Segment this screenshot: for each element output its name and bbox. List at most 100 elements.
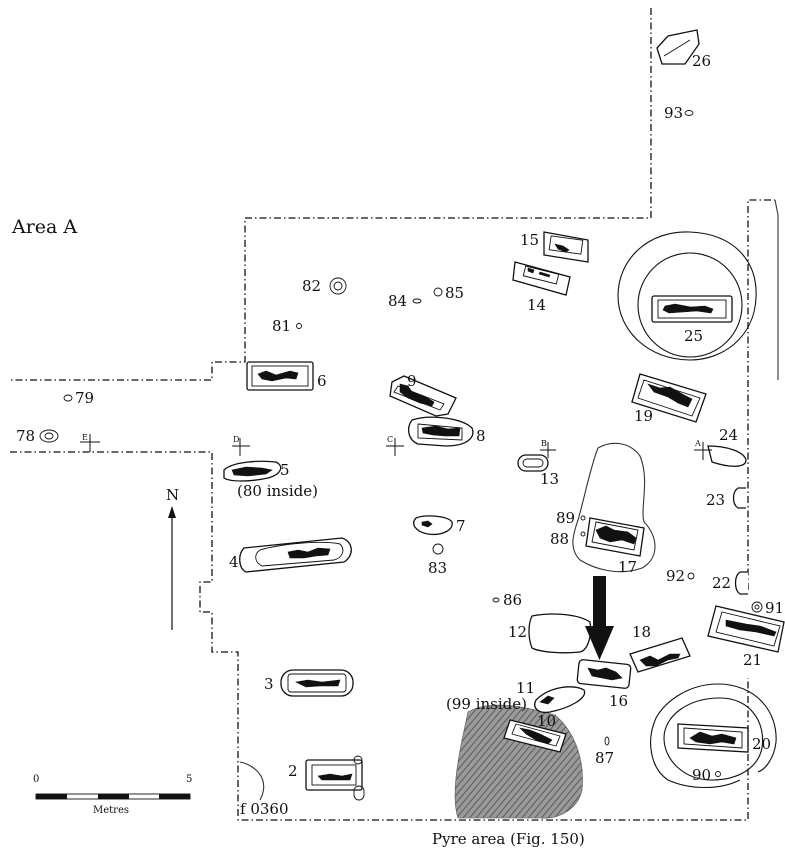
section-label-d: D: [233, 435, 239, 444]
grave-15: [543, 231, 589, 263]
label-grave-10: 10: [537, 712, 556, 730]
grave-17: [572, 442, 656, 573]
label-grave-5: 5: [280, 461, 290, 479]
grave-21: [707, 605, 785, 653]
section-label-b: B: [541, 439, 547, 448]
grave-9: [389, 375, 457, 417]
label-grave-11: 11: [516, 679, 535, 697]
grave-3: [280, 669, 354, 697]
grave-5: [223, 460, 282, 482]
label-grave-18: 18: [632, 623, 651, 641]
north-label: N: [166, 486, 179, 504]
label-grave-25: 25: [684, 327, 703, 345]
label-grave-4: 4: [229, 553, 239, 571]
label-grave-23: 23: [706, 491, 725, 509]
feature-labels: 93 82 81 84 85 79 78 83 86 89 88 92 91 8…: [16, 104, 784, 784]
feature-85-shape: [433, 287, 443, 297]
feature-86-shape: [492, 597, 500, 603]
label-feature-78: 78: [16, 427, 35, 445]
scale-unit: Metres: [93, 805, 129, 816]
feature-78-shape: [39, 429, 59, 443]
section-marker-a: [694, 442, 712, 460]
label-grave-6: 6: [317, 372, 327, 390]
grave-18: [629, 637, 691, 673]
label-grave-2: 2: [288, 762, 298, 780]
label-grave-20: 20: [752, 735, 771, 753]
grave-23: [732, 487, 746, 509]
feature-84-shape: [412, 298, 422, 304]
label-feature-84: 84: [388, 292, 407, 310]
grave-16: [576, 659, 632, 689]
grave-22: [734, 571, 748, 595]
feature-88-shape: [580, 531, 586, 537]
scale-bar: 0 5 Metres: [33, 774, 192, 816]
section-label-c: C: [387, 435, 393, 444]
grave-6: [246, 361, 314, 391]
label-grave-3: 3: [264, 675, 274, 693]
label-feature-91: 91: [765, 599, 784, 617]
label-feature-85: 85: [445, 284, 464, 302]
grave-26: [656, 29, 700, 65]
grave-14: [512, 261, 571, 296]
label-feature-92: 92: [666, 567, 685, 585]
feature-90-shape: [715, 771, 721, 777]
section-label-a: A: [694, 439, 701, 448]
section-marker-c: [386, 438, 404, 456]
label-feature-81: 81: [272, 317, 291, 335]
label-feature-86: 86: [503, 591, 522, 609]
feature-81-shape: [296, 323, 302, 329]
grave-labels: 26 15 14 25 6 9 8 19 24 5 13 23 7 17 4 2…: [229, 52, 771, 780]
indicator-arrow: [585, 576, 614, 660]
grave-12: [528, 613, 592, 654]
small-features: [39, 110, 763, 777]
grave-13: [517, 454, 549, 472]
feature-87-shape: [604, 736, 610, 746]
label-feature-88: 88: [550, 530, 569, 548]
label-feature-83: 83: [428, 559, 447, 577]
feature-91-shape: [751, 601, 763, 613]
label-grave-9: 9: [407, 372, 417, 390]
label-feature-90: 90: [692, 766, 711, 784]
section-marker-e: [80, 434, 100, 452]
north-arrow: N: [166, 486, 179, 630]
area-title: Area A: [11, 216, 77, 238]
note-f0360: f 0360: [240, 800, 289, 818]
grave-11: [534, 686, 586, 714]
label-grave-21: 21: [743, 651, 762, 669]
feature-f0360: [239, 761, 265, 801]
grave-20: [650, 683, 777, 788]
section-label-e: E: [82, 433, 88, 442]
note-99-inside: (99 inside): [446, 695, 527, 713]
scale-end: 5: [186, 774, 192, 785]
feature-82-shape: [329, 277, 347, 295]
label-feature-87: 87: [595, 749, 614, 767]
grave-25: [617, 231, 757, 361]
section-markers: E D C B A: [80, 433, 712, 460]
label-grave-13: 13: [540, 470, 559, 488]
label-feature-89: 89: [556, 509, 575, 527]
grave-2: [305, 755, 365, 801]
label-grave-8: 8: [476, 427, 486, 445]
label-grave-15: 15: [520, 231, 539, 249]
label-grave-14: 14: [527, 296, 546, 314]
grave-19: [631, 373, 707, 423]
grave-7: [413, 515, 453, 536]
excavation-boundary: [10, 8, 779, 821]
section-marker-d: [232, 438, 250, 456]
feature-79-shape: [63, 394, 73, 402]
label-grave-7: 7: [456, 517, 466, 535]
feature-92-shape: [687, 572, 695, 580]
feature-93-shape: [684, 110, 694, 116]
scale-start: 0: [33, 774, 39, 785]
grave-24: [707, 445, 747, 467]
label-grave-19: 19: [634, 407, 653, 425]
label-grave-26: 26: [692, 52, 711, 70]
feature-89-shape: [580, 515, 586, 521]
pyre-caption: Pyre area (Fig. 150): [432, 830, 585, 848]
label-grave-12: 12: [508, 623, 527, 641]
label-grave-22: 22: [712, 574, 731, 592]
grave-10: [503, 719, 567, 753]
label-grave-16: 16: [609, 692, 628, 710]
feature-83-shape: [432, 543, 444, 555]
